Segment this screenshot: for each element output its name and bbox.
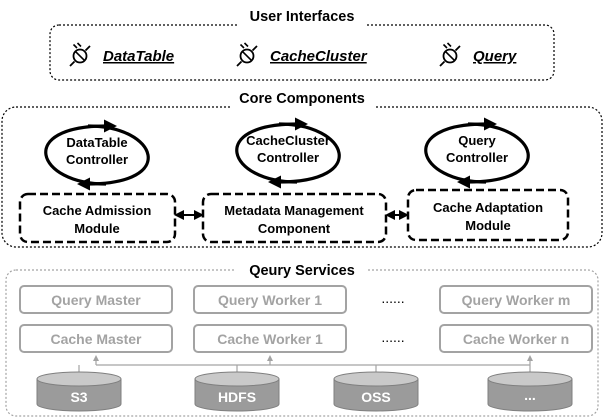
storage-label: HDFS bbox=[218, 389, 256, 405]
controller-query: Query Controller bbox=[424, 117, 530, 189]
cycle-arrows-icon bbox=[424, 117, 530, 189]
storage-label: OSS bbox=[361, 389, 391, 405]
cache-adaptation-module: Cache Adaptation Module bbox=[406, 188, 570, 242]
storage-more: ... bbox=[487, 371, 573, 412]
module-label-line1: Metadata Management bbox=[224, 203, 364, 218]
module-label-line1: Cache Admission bbox=[43, 203, 152, 218]
ui-item-label[interactable]: CacheCluster bbox=[270, 48, 368, 65]
ui-item-label[interactable]: DataTable bbox=[103, 48, 174, 65]
user-interfaces-panel bbox=[49, 24, 555, 81]
query-worker-1-box: Query Worker 1 bbox=[193, 285, 347, 314]
storage-oss: OSS bbox=[333, 371, 419, 412]
cycle-arrows-icon bbox=[235, 117, 341, 189]
cache-worker-1-box: Cache Worker 1 bbox=[193, 324, 347, 353]
service-label: Query Master bbox=[51, 292, 141, 308]
module-label-line2: Module bbox=[74, 221, 120, 236]
cache-workers-ellipsis: ...... bbox=[381, 329, 404, 345]
controller-label-line2: Controller bbox=[446, 150, 508, 165]
ui-item-label[interactable]: Query bbox=[473, 48, 517, 65]
ui-item-cachecluster[interactable]: CacheCluster bbox=[236, 42, 368, 67]
storage-s3: S3 bbox=[36, 371, 122, 412]
cache-admission-module: Cache Admission Module bbox=[18, 192, 177, 244]
controller-label-line2: Controller bbox=[66, 152, 128, 167]
module-label-line2: Module bbox=[465, 218, 511, 233]
cache-master-box: Cache Master bbox=[19, 324, 173, 353]
plug-icon bbox=[236, 42, 258, 67]
query-worker-m-box: Query Worker m bbox=[439, 285, 593, 314]
storage-label: ... bbox=[524, 387, 536, 403]
cycle-arrows-icon bbox=[44, 119, 150, 191]
controller-cachecluster: CacheCluster Controller bbox=[235, 117, 341, 189]
metadata-management-component: Metadata Management Component bbox=[201, 192, 388, 244]
cache-worker-n-box: Cache Worker n bbox=[439, 324, 593, 353]
service-label: Cache Worker n bbox=[463, 331, 569, 347]
query-master-box: Query Master bbox=[19, 285, 173, 314]
plug-icon bbox=[69, 42, 91, 67]
module-label-line2: Component bbox=[258, 221, 331, 236]
query-services-title: Qeury Services bbox=[249, 263, 355, 279]
storage-label: S3 bbox=[70, 389, 87, 405]
plug-icon bbox=[439, 42, 461, 67]
service-label: Cache Worker 1 bbox=[217, 331, 323, 347]
ui-item-datatable[interactable]: DataTable bbox=[69, 42, 174, 67]
module-label-line1: Cache Adaptation bbox=[433, 200, 543, 215]
service-label: Query Worker m bbox=[462, 292, 571, 308]
workers-ellipsis: ...... bbox=[381, 290, 404, 306]
controller-datatable: DataTable Controller bbox=[44, 119, 150, 191]
user-interfaces-title: User Interfaces bbox=[250, 9, 355, 25]
controller-label-line1: DataTable bbox=[66, 135, 127, 150]
controller-label-line1: Query bbox=[458, 133, 496, 148]
storage-connectors bbox=[78, 355, 533, 373]
ui-item-query[interactable]: Query bbox=[439, 42, 517, 67]
controller-label-line2: Controller bbox=[257, 150, 319, 165]
service-label: Cache Master bbox=[50, 331, 142, 347]
service-label: Query Worker 1 bbox=[218, 292, 322, 308]
storage-hdfs: HDFS bbox=[194, 371, 280, 412]
core-components-title: Core Components bbox=[239, 91, 365, 107]
controller-label-line1: CacheCluster bbox=[246, 133, 330, 148]
